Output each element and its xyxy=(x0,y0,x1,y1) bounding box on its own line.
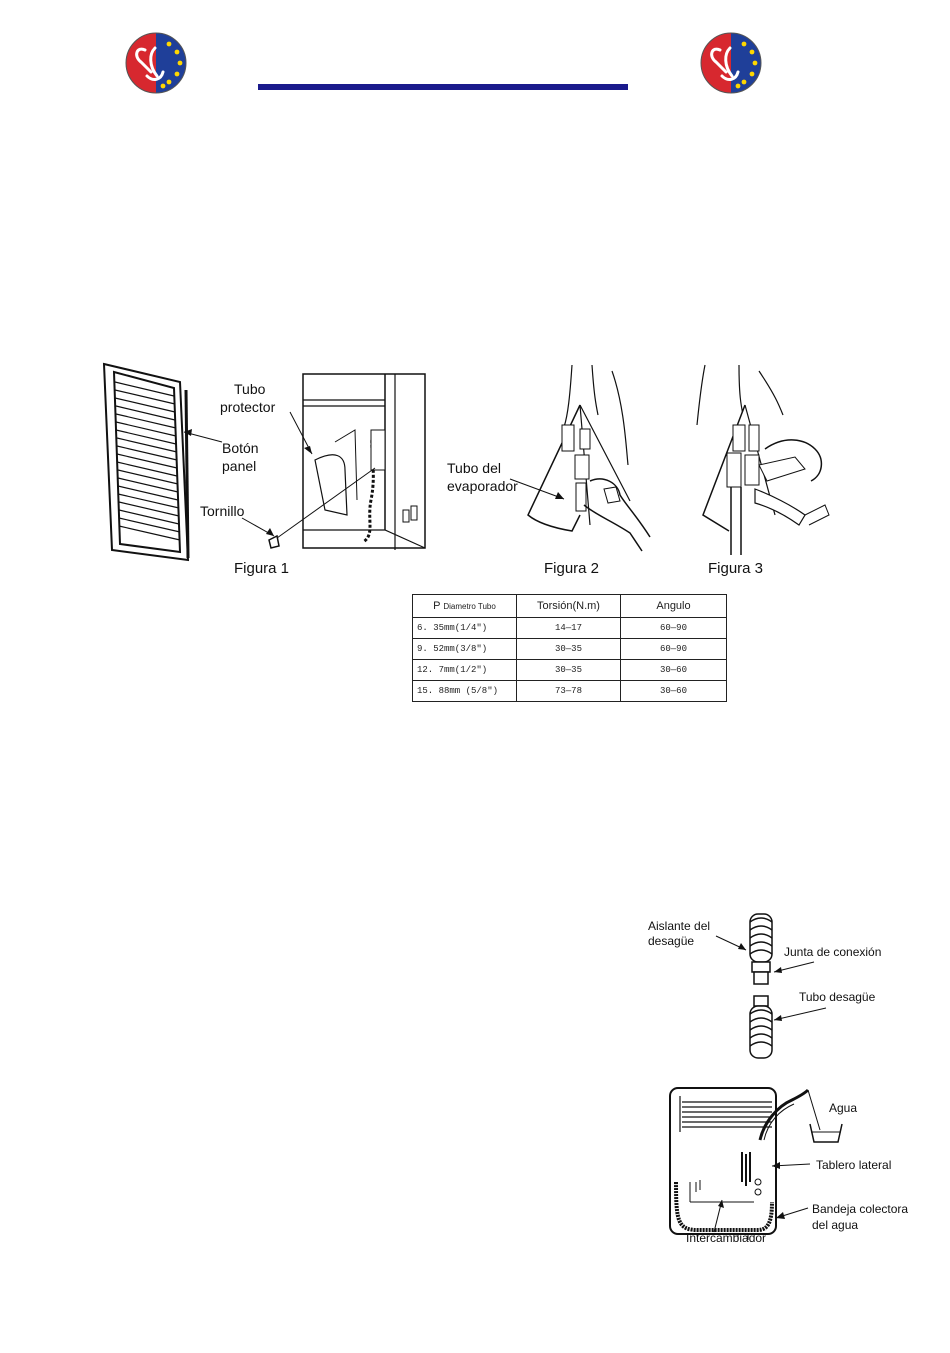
table-cell: 30—60 xyxy=(620,680,727,702)
table-cell: 60—90 xyxy=(620,638,727,660)
label-boton-panel-line2: panel xyxy=(222,458,257,474)
header-angulo: Angulo xyxy=(620,594,727,618)
torque-table: P Diametro Tubo Torsión(N.m) Angulo 6. 3… xyxy=(412,594,727,702)
label-agua: Agua xyxy=(829,1101,858,1115)
figure3-drawing xyxy=(696,364,830,555)
eu-heart-logo-left xyxy=(125,32,187,94)
table-header-row: P Diametro Tubo Torsión(N.m) Angulo xyxy=(412,594,727,618)
label-boton-panel-line1: Botón xyxy=(222,440,259,456)
label-tornillo: Tornillo xyxy=(200,503,245,519)
label-bandeja-line2: del agua xyxy=(812,1218,859,1232)
label-bandeja-line1: Bandeja colectora xyxy=(812,1202,909,1216)
caption-figura-1: Figura 1 xyxy=(234,560,290,577)
table-row: 12. 7mm(1/2") 30—35 30—60 xyxy=(412,659,727,681)
table-cell: 12. 7mm(1/2") xyxy=(412,659,517,681)
table-cell: 30—60 xyxy=(620,659,727,681)
table-row: 9. 52mm(3/8") 30—35 60—90 xyxy=(412,638,727,660)
label-tubo-evaporador-line1: Tubo del xyxy=(447,460,501,476)
figure2-drawing xyxy=(527,364,651,552)
label-tablero-lateral: Tablero lateral xyxy=(816,1158,892,1172)
label-tubo-desague: Tubo desagüe xyxy=(799,990,876,1004)
table-cell: 9. 52mm(3/8") xyxy=(412,638,517,660)
table-cell: 30—35 xyxy=(516,659,621,681)
header-torsion: Torsión(N.m) xyxy=(516,594,621,618)
table-cell: 30—35 xyxy=(516,638,621,660)
table-cell: 14—17 xyxy=(516,617,621,639)
label-tubo-protector-line1: Tubo xyxy=(234,381,266,397)
label-tubo-protector-line2: protector xyxy=(220,399,276,415)
drain-hose-drawing xyxy=(715,913,827,1059)
table-cell: 15. 88mm (5/8") xyxy=(412,680,517,702)
label-aislante-line1: Aislante del xyxy=(648,919,711,933)
tray-arrows xyxy=(713,1162,811,1233)
figure1-arrows xyxy=(183,411,313,537)
header-p: P xyxy=(433,600,441,612)
figure2-arrow xyxy=(509,478,565,500)
figure1-unit-drawing xyxy=(268,373,426,550)
label-tubo-evaporador-line2: evaporador xyxy=(447,478,518,494)
table-cell: 60—90 xyxy=(620,617,727,639)
eu-heart-logo-right xyxy=(700,32,762,94)
label-aislante-line2: desagüe xyxy=(648,934,695,948)
tray-drawing xyxy=(669,1087,843,1240)
header-diametro: P Diametro Tubo xyxy=(412,594,517,618)
table-cell: 73—78 xyxy=(516,680,621,702)
header-diametro-tubo: Diametro Tubo xyxy=(443,602,496,611)
table-cell: 6. 35mm(1/4") xyxy=(412,617,517,639)
caption-figura-2: Figura 2 xyxy=(544,560,600,577)
header-rule xyxy=(258,84,628,90)
table-row: 6. 35mm(1/4") 14—17 60—90 xyxy=(412,617,727,639)
label-junta-conexion: Junta de conexión xyxy=(784,945,882,959)
figure1-panel-drawing xyxy=(102,362,190,562)
caption-figura-3: Figura 3 xyxy=(708,560,764,577)
table-row: 15. 88mm (5/8") 73—78 30—60 xyxy=(412,680,727,702)
label-intercambiador: Intercambiador xyxy=(686,1231,767,1245)
